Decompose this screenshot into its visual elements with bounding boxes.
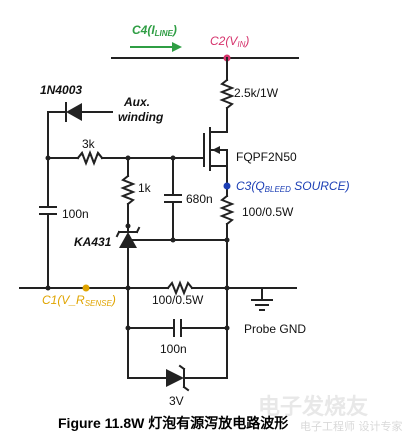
- label-r-1k: 1k: [138, 181, 152, 195]
- label-r-100-bottom: 100/0.5W: [152, 293, 204, 307]
- resistor-100-top: [219, 194, 235, 226]
- label-cap-100n-left: 100n: [62, 207, 89, 221]
- ka431-cathode-tick-left: [115, 230, 121, 238]
- label-cap-680n: 680n: [186, 192, 213, 206]
- label-c3: C3(QBLEED SOURCE): [236, 179, 350, 194]
- label-ka431: KA431: [74, 235, 112, 249]
- label-c2: C2(VIN): [210, 34, 249, 49]
- probe-c3-dot: [223, 182, 231, 190]
- label-diode-1n4003: 1N4003: [40, 83, 82, 97]
- label-mosfet: FQPF2N50: [236, 150, 297, 164]
- current-arrow-head: [172, 42, 182, 52]
- watermark-logo-text: 电子发烧友: [258, 394, 368, 420]
- diode-1n4003-body: [66, 103, 82, 121]
- label-r-100-top: 100/0.5W: [242, 205, 294, 219]
- zener-3v-kink-top: [178, 364, 186, 371]
- resistor-1k: [120, 174, 136, 206]
- label-c4: C4(ILINE): [132, 23, 177, 38]
- watermark-sub-text: 电子工程师 设计专家: [300, 419, 403, 433]
- zener-3v-kink-bottom: [182, 385, 190, 392]
- label-r-3k: 3k: [82, 137, 96, 151]
- label-r-2-5k: 2.5k/1W: [234, 86, 279, 100]
- label-aux-line2: winding: [118, 110, 164, 124]
- label-zener-3v: 3V: [169, 394, 184, 408]
- ka431-cathode-tick-right: [135, 226, 141, 234]
- figure-caption: Figure 11.8W 灯泡有源泻放电路波形: [58, 415, 288, 431]
- zener-3v-body: [166, 369, 184, 387]
- probe-c1-dot: [82, 284, 90, 292]
- resistor-3k-zigzag: [76, 150, 104, 166]
- resistor-100-bottom: [166, 280, 194, 296]
- junction-1k-ka431: [125, 223, 131, 229]
- label-c1: C1(V_RSENSE): [42, 293, 116, 308]
- label-probe-gnd: Probe GND: [244, 322, 306, 336]
- resistor-2-5k: [219, 78, 235, 110]
- label-cap-100n-bottom: 100n: [160, 342, 187, 356]
- ka431-body: [119, 232, 137, 248]
- label-aux-line1: Aux.: [123, 95, 150, 109]
